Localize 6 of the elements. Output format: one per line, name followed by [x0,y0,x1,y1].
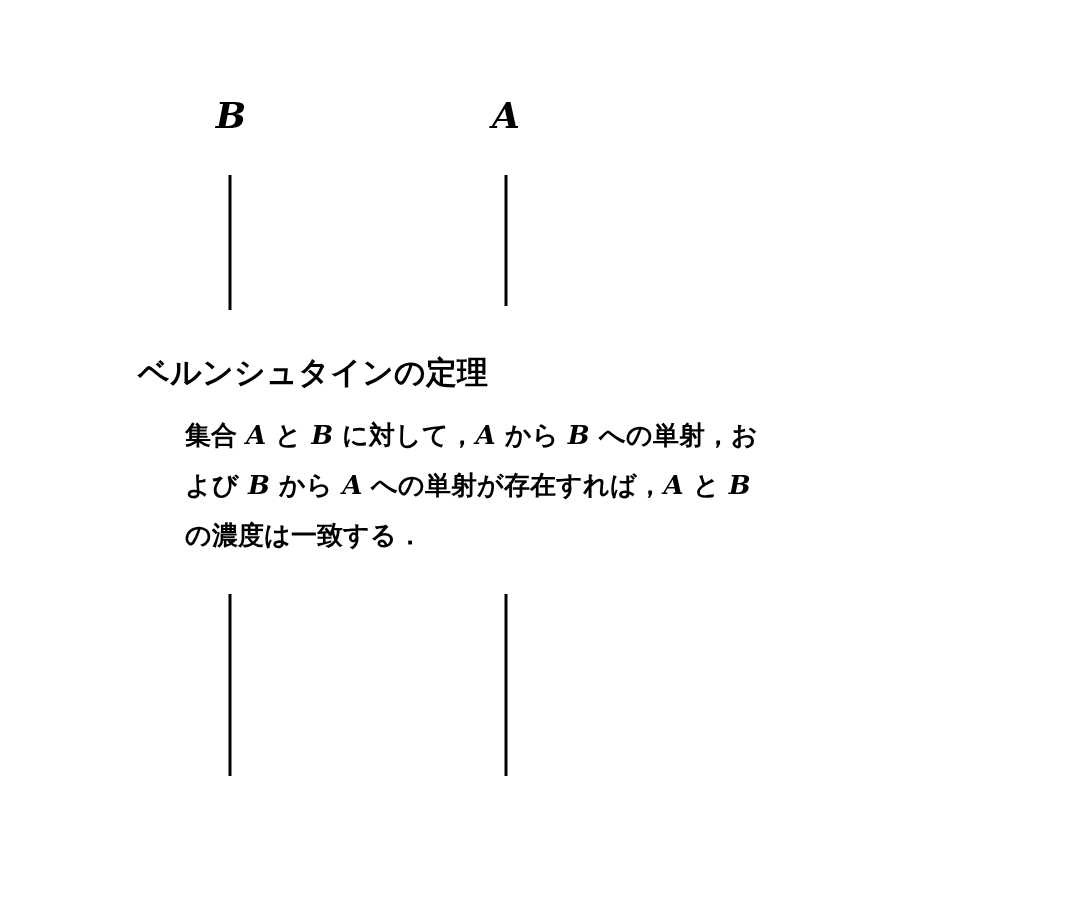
vertical-line [228,175,232,310]
heading: ベルンシュタインの定理 [138,353,488,392]
vertical-line [504,175,508,306]
set-label: B [211,95,251,135]
set-label: A [486,95,526,135]
theorem-text: 集合 A と B に対して，A から B への単射，および B から A への単射が存在すれば，A と B の濃度は一致する． [185,419,759,552]
